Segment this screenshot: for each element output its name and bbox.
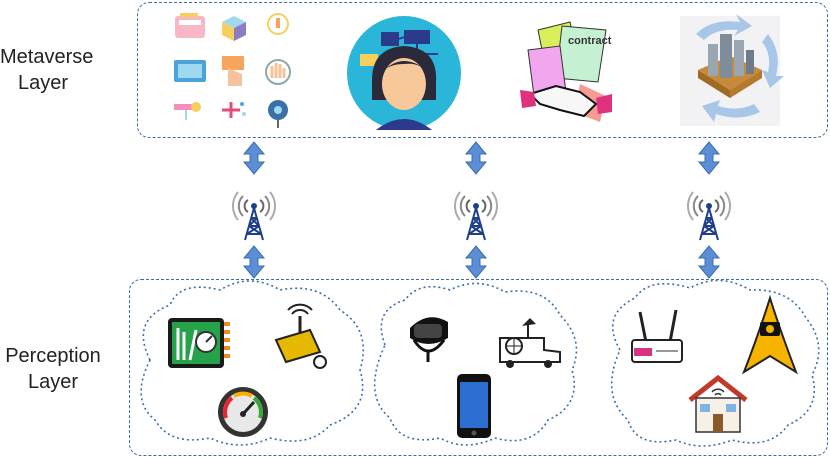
perception-layer-label: Perception Layer bbox=[0, 343, 106, 395]
speedometer-gauge-icon bbox=[218, 387, 268, 437]
smartphone-icon bbox=[457, 374, 491, 438]
app-grid-icon bbox=[174, 13, 291, 128]
smart-city-sync-icon bbox=[680, 14, 784, 126]
bidirectional-arrow-icon bbox=[465, 245, 487, 279]
connection-right bbox=[686, 141, 732, 279]
pressure-sensor-icon bbox=[168, 318, 230, 368]
cloud-left bbox=[140, 280, 364, 446]
smart-home-icon bbox=[688, 374, 748, 433]
perception-layer-label-line1: Perception bbox=[5, 345, 101, 367]
vr-headset-icon bbox=[410, 317, 448, 362]
connection-left bbox=[231, 141, 277, 279]
perception-layer-box bbox=[129, 279, 828, 456]
cloud-right bbox=[610, 279, 820, 447]
metaverse-layer-label-line2: Layer bbox=[17, 72, 69, 94]
connection-middle bbox=[453, 141, 499, 279]
bidirectional-arrow-icon bbox=[465, 141, 487, 175]
bidirectional-arrow-icon bbox=[698, 245, 720, 279]
contract-handshake-icon: contract bbox=[516, 17, 612, 125]
bidirectional-arrow-icon bbox=[243, 245, 265, 279]
bidirectional-arrow-icon bbox=[243, 141, 265, 175]
metaverse-layer-label: Metaverse Layer bbox=[0, 44, 94, 96]
avatar-user-icon bbox=[347, 16, 461, 130]
star-camera-icon bbox=[742, 294, 798, 375]
satellite-van-icon bbox=[499, 318, 561, 368]
bidirectional-arrow-icon bbox=[698, 141, 720, 175]
metaverse-layer-box bbox=[137, 2, 828, 138]
cell-tower-icon bbox=[686, 191, 732, 241]
cell-tower-icon bbox=[231, 191, 277, 241]
wifi-router-icon bbox=[631, 309, 683, 363]
contract-label: contract bbox=[568, 35, 612, 47]
surveillance-camera-icon bbox=[274, 303, 327, 369]
cell-tower-icon bbox=[453, 191, 499, 241]
metaverse-layer-label-line1: Metaverse bbox=[0, 46, 94, 68]
perception-layer-label-line2: Layer bbox=[27, 371, 79, 393]
